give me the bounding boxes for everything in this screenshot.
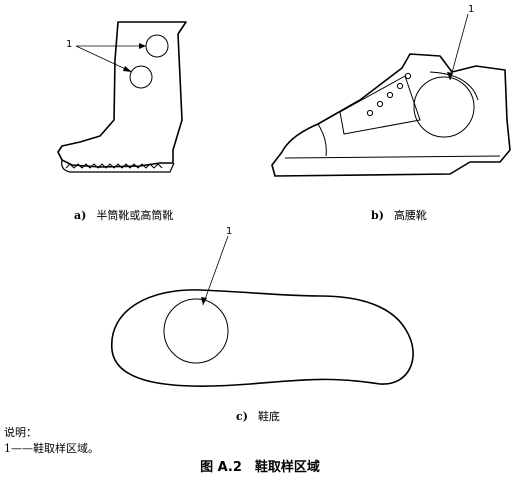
sampling-circle-sole (163, 298, 229, 364)
shoe-sole-outline (111, 289, 414, 387)
notes-item: 1——鞋取样区域。 (4, 442, 99, 455)
leader-line-b (449, 13, 469, 81)
leader-line-c (202, 235, 229, 306)
shoe-collar (429, 71, 479, 101)
sampling-circle-shoe (413, 76, 475, 138)
callout-label-c: 1 (226, 226, 233, 237)
callout-label-a: 1 (66, 39, 73, 50)
figure-title: 图 A.2 鞋取样区域 (200, 460, 320, 475)
sampling-circle-upper (145, 34, 169, 58)
callout-label-b: 1 (468, 4, 475, 15)
caption-c-text: 鞋底 (257, 410, 280, 423)
notes-heading: 说明： (4, 426, 37, 439)
boot-tread (65, 163, 163, 169)
leader-line-a2 (75, 45, 133, 73)
sampling-circle-lower (129, 65, 153, 89)
shoe-toe-cap (317, 123, 327, 157)
caption-a-tag: a) (74, 209, 87, 222)
tall-boot-outline (57, 21, 187, 168)
caption-b-text: 高腰靴 (393, 209, 427, 222)
shoe-eyestay (339, 75, 421, 135)
caption-b: b) 高腰靴 (371, 207, 427, 223)
caption-a: a) 半筒靴或高筒靴 (74, 207, 173, 223)
shoe-sole-line (284, 155, 501, 159)
caption-a-text: 半筒靴或高筒靴 (96, 209, 174, 222)
boot-sole (61, 159, 175, 173)
high-top-shoe-outline (271, 53, 511, 177)
caption-c-tag: c) (236, 410, 248, 423)
caption-c: c) 鞋底 (236, 408, 280, 424)
caption-b-tag: b) (371, 209, 384, 222)
